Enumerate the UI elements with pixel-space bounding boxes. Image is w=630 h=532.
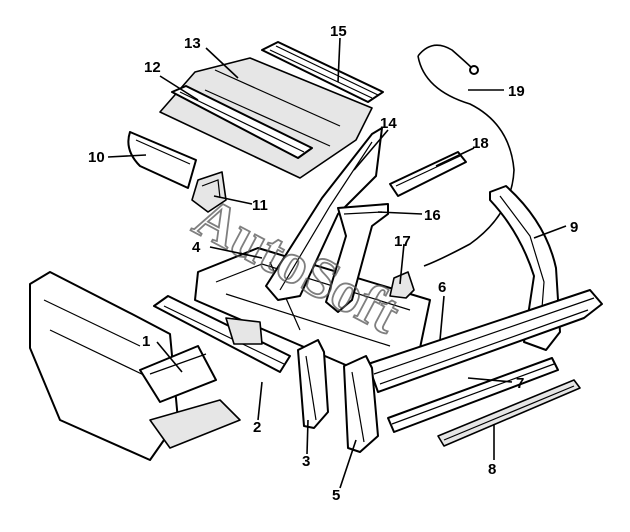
callout-6: 6 [438, 279, 446, 296]
part-2-floor-crossmember [153, 295, 291, 373]
part-17-small-bracket [389, 271, 415, 299]
part-14-a-pillar [265, 127, 383, 301]
part-5-pillar-section [343, 355, 379, 453]
callout-1: 1 [142, 333, 150, 350]
callout-8: 8 [488, 461, 496, 478]
part-13-roof-panel [159, 57, 373, 179]
part-15-rear-roof-bow [261, 41, 384, 103]
front-bulkhead [29, 271, 241, 461]
callout-18: 18 [472, 135, 489, 152]
callout-19: 19 [508, 83, 525, 100]
part-6-side-sill [367, 289, 603, 393]
part-18-roof-rail-piece [389, 151, 467, 197]
part-16-b-pillar [325, 203, 389, 313]
callout-labels: 1 2 3 4 5 6 7 8 9 10 11 12 13 14 15 16 1… [88, 23, 578, 504]
callout-2: 2 [253, 419, 261, 436]
callout-3: 3 [302, 453, 310, 470]
part-7-inner-sill [387, 357, 559, 433]
callout-5: 5 [332, 487, 340, 504]
callout-7: 7 [516, 375, 524, 392]
part-8-sill-strip [437, 379, 581, 447]
callout-13: 13 [184, 35, 201, 52]
part-10-sun-visor [127, 131, 197, 189]
callout-11: 11 [252, 197, 268, 214]
callout-16: 16 [424, 207, 441, 224]
callout-4: 4 [192, 239, 201, 256]
part-12-front-roof-bow [171, 85, 313, 159]
part-11-visor-bracket [191, 171, 227, 213]
leader-lines [107, 37, 567, 489]
part-3-pillar-section [297, 339, 329, 429]
callout-15: 15 [330, 23, 347, 40]
part-1-crossmember [139, 345, 217, 403]
part-19-cable [417, 44, 515, 267]
callout-14: 14 [380, 115, 397, 132]
callout-17: 17 [394, 233, 411, 250]
callout-9: 9 [570, 219, 578, 236]
callout-12: 12 [144, 59, 161, 76]
callout-10: 10 [88, 149, 105, 166]
